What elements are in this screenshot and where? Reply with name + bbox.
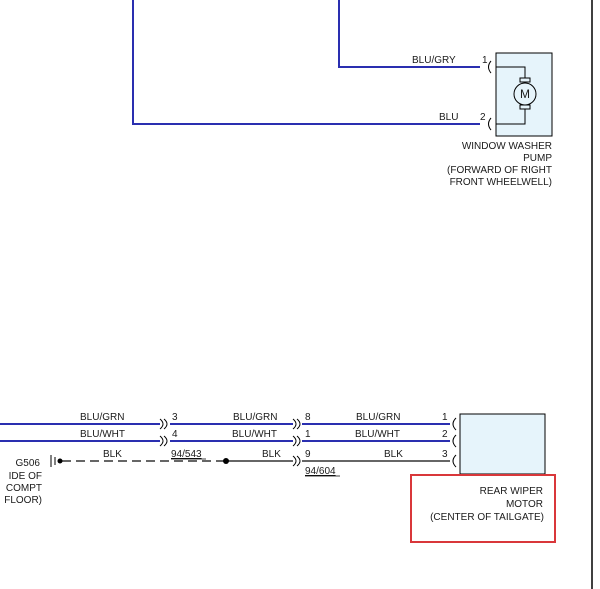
pin-seg3-1: 1 <box>442 412 448 423</box>
rear-wiper-circuit: G506 IDE OF COMPT FLOOR) BLU/GRN 3 BLU/W… <box>0 412 556 543</box>
motor-connector-arc-2 <box>452 434 457 448</box>
ground-location-1: IDE OF <box>9 471 42 482</box>
pin-seg3-3: 3 <box>442 449 448 460</box>
wire-label-seg1-blu-wht: BLU/WHT <box>80 429 125 440</box>
connector-arc-1 <box>488 60 492 74</box>
wire-blu <box>132 0 480 125</box>
motor-symbol: M <box>520 87 530 101</box>
washer-pump-section: BLU/GRY 1 BLU 2 M WINDOW WASHER PUMP (FO… <box>132 0 553 188</box>
wire-blu-gry <box>338 0 480 68</box>
pin-1: 1 <box>482 55 488 66</box>
wire-label-seg1-blk: BLK <box>103 449 122 460</box>
wire-label-seg2-blk: BLK <box>262 449 281 460</box>
connector1-arc-b <box>159 435 168 447</box>
pin-seg1-4: 4 <box>172 429 178 440</box>
motor-connector-arc-1 <box>452 417 457 431</box>
ground-dot <box>57 458 63 464</box>
rear-wiper-label-2: MOTOR <box>506 499 543 510</box>
pin-seg3-2: 2 <box>442 429 448 440</box>
connector2-arc-a <box>292 418 301 430</box>
wire-label-seg3-blu-grn: BLU/GRN <box>356 412 400 423</box>
pump-internal-wire <box>496 66 526 80</box>
wire-label-seg1-blu-grn: BLU/GRN <box>80 412 124 423</box>
pin-seg1-3: 3 <box>172 412 178 423</box>
washer-pump-label-3: (FORWARD OF RIGHT <box>447 165 552 176</box>
ground-label: G506 <box>16 458 41 469</box>
ground-location-2: COMPT <box>6 483 42 494</box>
connector-ref-94-543: 94/543 <box>171 449 202 460</box>
wire-label-seg2-blu-grn: BLU/GRN <box>233 412 277 423</box>
highlight-box <box>410 474 556 543</box>
motor-brush-top <box>519 77 531 83</box>
pump-internal-wire-2 <box>496 108 526 125</box>
pin-seg2-9: 9 <box>305 449 311 460</box>
wire-label-blu: BLU <box>439 112 458 123</box>
connector-arc-2 <box>488 117 492 131</box>
pin-seg2-8: 8 <box>305 412 311 423</box>
connector2-arc-c <box>292 455 301 467</box>
motor-icon <box>513 82 537 106</box>
rear-wiper-motor-box <box>459 413 546 475</box>
pin-2: 2 <box>480 112 486 123</box>
ground-location-3: FLOOR) <box>4 495 42 506</box>
motor-brush-bottom <box>519 104 531 110</box>
rear-wiper-label-3: (CENTER OF TAILGATE) <box>430 512 544 523</box>
washer-pump-label-4: FRONT WHEELWELL) <box>450 177 552 188</box>
wire-label-seg3-blk: BLK <box>384 449 403 460</box>
wire-label-seg2-blu-wht: BLU/WHT <box>232 429 277 440</box>
splice-dot <box>223 458 229 464</box>
connector-ref-94-604: 94/604 <box>305 466 336 477</box>
motor-connector-arc-3 <box>452 454 457 468</box>
wire-label-blu-gry: BLU/GRY <box>412 55 456 66</box>
rear-wiper-label-1: REAR WIPER <box>480 486 543 497</box>
connector1-arc-a <box>159 418 168 430</box>
pin-seg2-1: 1 <box>305 429 311 440</box>
washer-pump-label-2: PUMP <box>523 153 552 164</box>
washer-pump-label-1: WINDOW WASHER <box>462 141 552 152</box>
connector2-arc-b <box>292 435 301 447</box>
wire-label-seg3-blu-wht: BLU/WHT <box>355 429 400 440</box>
